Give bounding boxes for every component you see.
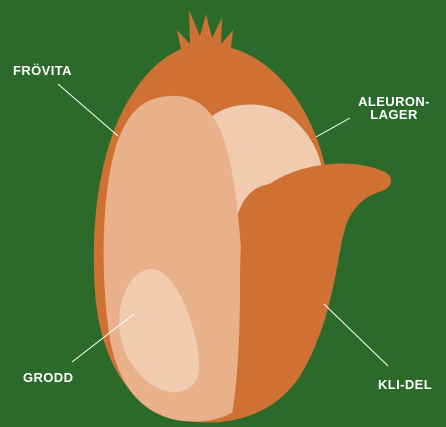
label-aleuron-lager: ALEURON- LAGER [349,95,439,121]
label-grodd: GRODD [23,371,73,384]
leader-line-frovita [58,84,118,136]
label-frovita: FRÖVITA [13,64,72,77]
leader-line-kli-del [324,304,388,366]
bran-part [232,163,391,415]
label-aleuron-line2: LAGER [349,108,439,121]
label-kli-del: KLI-DEL [378,378,432,391]
leader-line-aleuron [316,118,350,137]
